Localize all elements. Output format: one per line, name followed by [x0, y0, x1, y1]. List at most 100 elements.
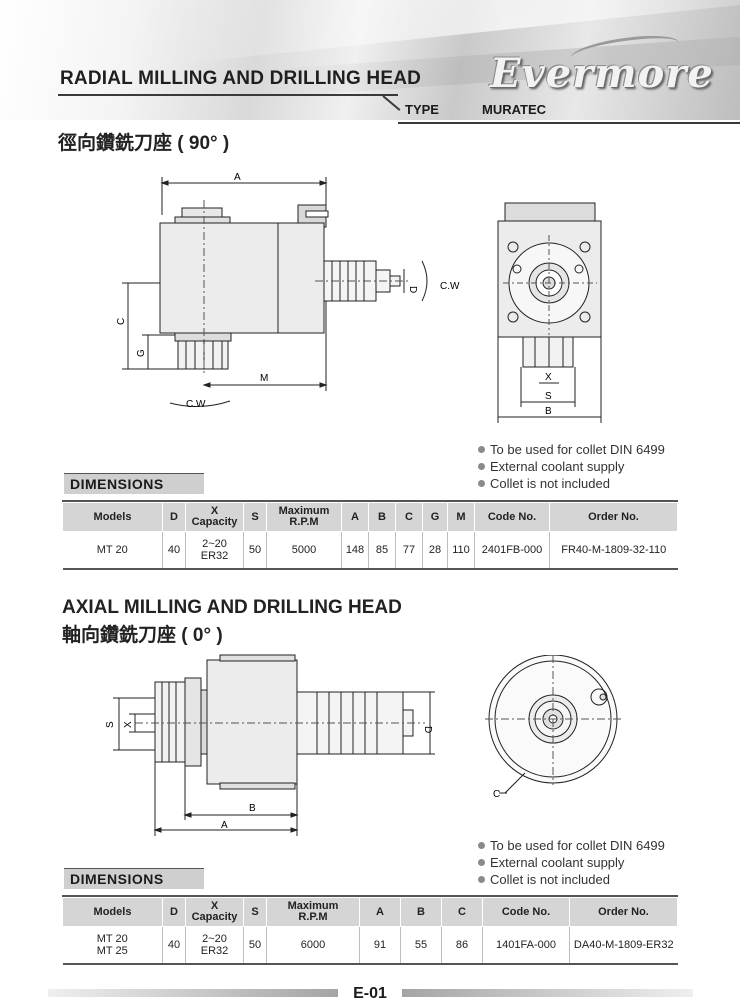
col-a: A [341, 502, 369, 532]
dimensions-label: DIMENSIONS [64, 473, 204, 494]
page-number: E-01 [338, 982, 402, 1006]
cell-m: 110 [447, 531, 475, 570]
dim-g-label: G [136, 349, 147, 357]
note-text: Collet is not included [490, 476, 610, 491]
bullet-icon [478, 480, 485, 487]
dimensions-label: DIMENSIONS [64, 868, 204, 889]
note-item: To be used for collet DIN 6499 [478, 441, 665, 458]
cw-label: C.W [440, 281, 460, 292]
cell-models: MT 20 [62, 531, 163, 570]
bullet-icon [478, 463, 485, 470]
dim-c-label: C [116, 318, 127, 325]
cell-g: 28 [422, 531, 448, 570]
col-order-no: Order No. [549, 502, 678, 532]
col-b: B [400, 897, 442, 927]
radial-notes: To be used for collet DIN 6499 External … [478, 441, 665, 492]
col-models: Models [62, 897, 163, 927]
page-title: RADIAL MILLING AND DRILLING HEAD [60, 68, 422, 89]
title-underline [58, 94, 398, 96]
note-text: Collet is not included [490, 872, 610, 887]
radial-front-drawing: X S B [495, 195, 605, 430]
dim-x-label: X [123, 721, 134, 728]
dim-d-label: D [422, 726, 433, 733]
axial-section-title: AXIAL MILLING AND DRILLING HEAD [62, 597, 402, 618]
cell-code-no: 2401FB-000 [474, 531, 550, 570]
col-c: C [441, 897, 483, 927]
col-order-no: Order No. [569, 897, 678, 927]
dim-b-label: B [249, 803, 256, 814]
type-value: MURATEC [482, 102, 547, 117]
radial-cn-title: 徑向鑽銑刀座 ( 90° ) [58, 133, 230, 154]
dim-x-label: X [545, 372, 552, 383]
table-top-line [62, 895, 678, 897]
dim-m-label: M [260, 373, 268, 384]
bullet-icon [478, 446, 485, 453]
header-band [0, 0, 740, 120]
dim-d-label: D [407, 286, 418, 293]
cell-code-no: 1401FA-000 [482, 926, 570, 965]
cell-s: 50 [243, 531, 267, 570]
note-item: Collet is not included [478, 475, 665, 492]
cw-label: C.W [186, 399, 206, 410]
note-item: To be used for collet DIN 6499 [478, 837, 665, 854]
cell-s: 50 [243, 926, 267, 965]
dim-a-label: A [234, 172, 241, 183]
cell-c: 86 [441, 926, 483, 965]
bullet-icon [478, 859, 485, 866]
note-text: External coolant supply [490, 459, 625, 474]
table-top-line [62, 500, 678, 502]
col-c: C [395, 502, 423, 532]
dim-c-label: C [493, 789, 500, 800]
note-text: To be used for collet DIN 6499 [490, 838, 665, 853]
cell-d: 40 [162, 531, 186, 570]
cell-b: 55 [400, 926, 442, 965]
col-g: G [422, 502, 448, 532]
dim-s-label: S [545, 391, 552, 402]
col-code-no: Code No. [482, 897, 570, 927]
col-d: D [162, 502, 186, 532]
dim-s-label: S [105, 721, 116, 728]
dim-a-label: A [221, 820, 228, 831]
dimensions-label-text: DIMENSIONS [70, 871, 164, 887]
col-b: B [368, 502, 396, 532]
axial-side-drawing: S X D B A [95, 650, 445, 845]
note-item: Collet is not included [478, 871, 665, 888]
bullet-icon [478, 842, 485, 849]
note-text: External coolant supply [490, 855, 625, 870]
dimensions-label-text: DIMENSIONS [70, 476, 164, 492]
cell-order-no: FR40-M-1809-32-110 [549, 531, 678, 570]
bullet-icon [478, 876, 485, 883]
col-d: D [162, 897, 186, 927]
cell-b: 85 [368, 531, 396, 570]
cell-a: 148 [341, 531, 369, 570]
col-s: S [243, 502, 267, 532]
cell-a: 91 [359, 926, 401, 965]
radial-side-drawing: A C G D M C.W C.W [100, 165, 460, 420]
col-code-no: Code No. [474, 502, 550, 532]
col-a: A [359, 897, 401, 927]
type-label: TYPE [405, 102, 439, 117]
col-s: S [243, 897, 267, 927]
col-m: M [447, 502, 475, 532]
cell-c: 77 [395, 531, 423, 570]
col-models: Models [62, 502, 163, 532]
cell-d: 40 [162, 926, 186, 965]
note-item: External coolant supply [478, 458, 665, 475]
axial-cn-title: 軸向鑽銑刀座 ( 0° ) [62, 625, 223, 646]
brand-logo: Evermore [490, 50, 714, 97]
cell-rpm: 6000 [266, 926, 360, 965]
dim-b-label: B [545, 406, 552, 417]
type-bar [398, 100, 740, 124]
